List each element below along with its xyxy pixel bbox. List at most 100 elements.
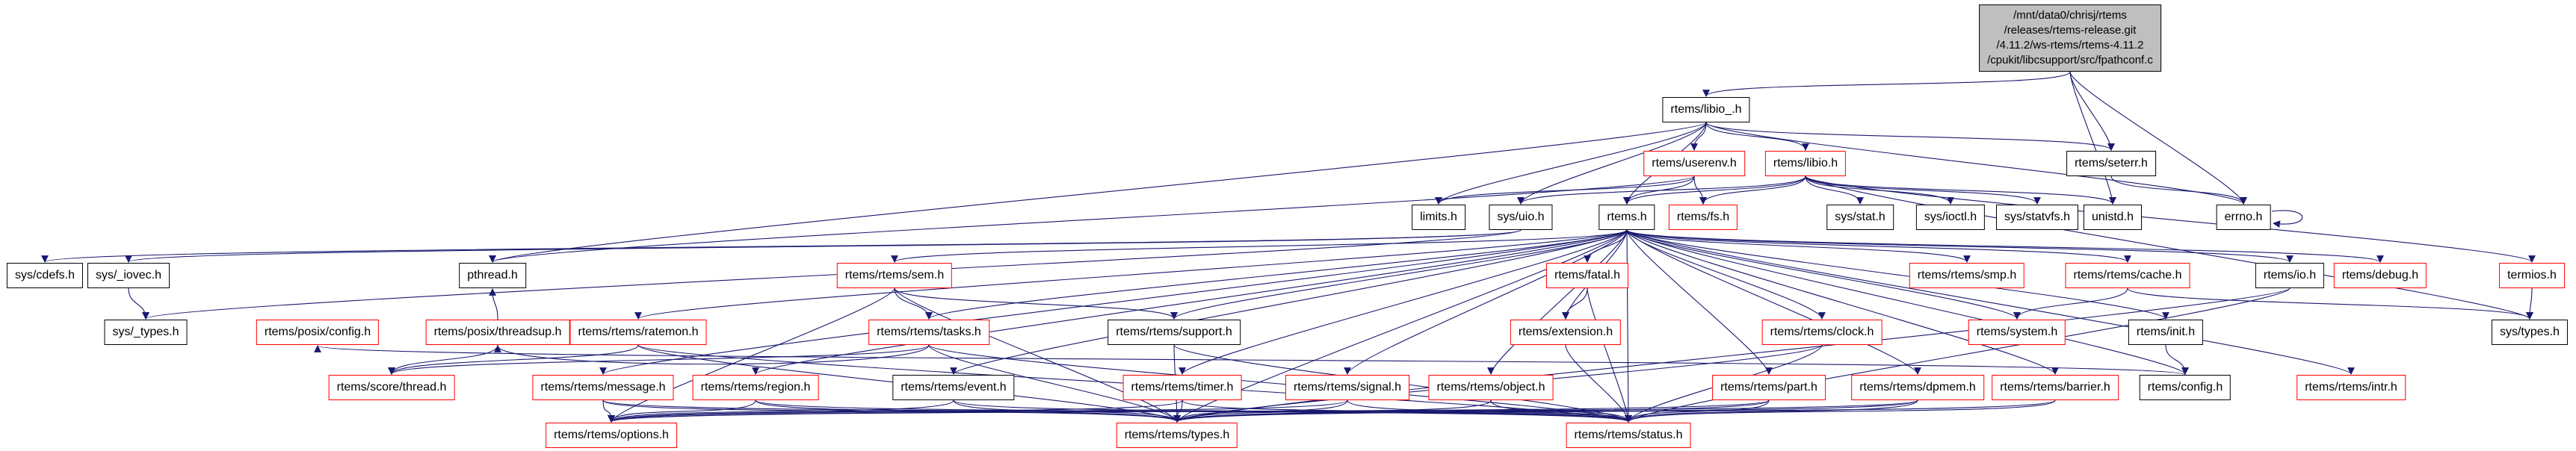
edge-rtems-object [1487,229,1628,375]
node-userenv[interactable]: rtems/userenv.h [1643,151,1745,176]
edge-threadsup-thread [388,344,498,375]
edge-init-config [2165,344,2189,375]
edge-sem-rtypes [894,287,1181,423]
edge-errno-errno [2271,210,2303,228]
node-src-line: /releases/rtems-release.git [2004,24,2137,37]
edge-event-rtypes [953,399,1181,423]
edge-seterr-errno [2110,175,2247,205]
edge-rtems-status [1625,229,1632,423]
node-region[interactable]: rtems/rtems/region.h [692,375,819,400]
node-libio[interactable]: rtems/libio.h [1764,151,1847,176]
node-src-line: /4.11.2/ws-rtems/rtems-4.11.2 [1996,39,2144,52]
node-extension[interactable]: rtems/extension.h [1510,320,1622,345]
node-src-line: /cpukit/libcsupport/src/fpathconf.c [1987,54,2153,66]
edge-part-rtypes [1173,399,1770,423]
node-dpmem[interactable]: rtems/rtems/dpmem.h [1851,375,1984,400]
node-sys_iovec: sys/_iovec.h [87,263,170,288]
edge-sem-tasks [894,287,933,320]
node-sys_statvfs: sys/statvfs.h [1995,205,2079,230]
node-posix_config[interactable]: rtems/posix/config.h [256,320,380,345]
node-limits: limits.h [1412,205,1465,230]
node-barrier[interactable]: rtems/rtems/barrier.h [1992,375,2119,400]
node-status[interactable]: rtems/rtems/status.h [1566,423,1691,448]
node-errno: errno.h [2216,205,2271,230]
node-part[interactable]: rtems/rtems/part.h [1712,375,1826,400]
edge-sys_uio-sys_types_u [142,229,1522,320]
edge-sem-support [894,287,1178,320]
edge-fatal-status [1587,287,1632,423]
edge-src-unistd [2069,71,2116,205]
node-sys_uio: sys/uio.h [1489,205,1553,230]
edge-tasks-threadsup [494,344,930,365]
edge-ratemon-thread [388,344,639,375]
edge-userenv-pthread [489,175,1695,263]
edge-rtems-io [1626,229,2294,263]
node-fs[interactable]: rtems/fs.h [1668,205,1738,230]
edge-part-status [1625,399,1770,423]
edge-rtems-region [752,229,1628,375]
edge-tasks-status [928,344,1632,423]
node-thread[interactable]: rtems/score/thread.h [328,375,455,400]
node-rtems[interactable]: rtems.h [1599,205,1655,230]
edge-rtems-timer [1179,229,1628,375]
node-cache[interactable]: rtems/rtems/cache.h [2065,263,2190,288]
node-init[interactable]: rtems/init.h [2128,320,2204,345]
edge-src-libio_ [1702,71,2071,97]
edge-sys_iovec-sys_types_u [128,287,149,320]
edge-userenv-fs [1693,175,1707,205]
edge-libio_-libio [1705,122,1809,151]
edge-timer-options [608,399,1183,423]
node-message[interactable]: rtems/rtems/message.h [532,375,674,400]
edge-region-options [608,399,756,423]
node-rtypes[interactable]: rtems/rtems/types.h [1116,423,1238,448]
node-object[interactable]: rtems/rtems/object.h [1428,375,1554,400]
edge-threadsup-pthread [489,288,498,320]
edge-libio-rtems [1623,175,1806,205]
edge-rtems-dpmem [1626,229,1921,375]
node-smp[interactable]: rtems/rtems/smp.h [1909,263,2025,288]
node-sem[interactable]: rtems/rtems/sem.h [836,263,953,288]
edge-rtems-fatal [1584,229,1628,263]
edge-libio-sys_types [1805,175,2533,320]
node-clock[interactable]: rtems/rtems/clock.h [1761,320,1882,345]
edge-src-errno [2069,71,2247,205]
edge-barrier-rtypes [1173,399,2056,423]
node-fatal[interactable]: rtems/fatal.h [1545,263,1629,288]
edge-rtems-tasks [925,229,1628,320]
node-unistd: unistd.h [2083,205,2143,230]
edge-rtems-rtypes [1173,229,1628,423]
edge-libio_-sys_uio [1517,122,1707,205]
edge-io-rtypes [1173,287,2291,423]
edge-rtems-ratemon [634,229,1628,320]
edge-rtems-debug [1626,229,2384,263]
node-support[interactable]: rtems/rtems/support.h [1108,320,1241,345]
edge-sem-options [608,287,895,423]
node-signal[interactable]: rtems/rtems/signal.h [1285,375,1410,400]
node-sys_types_u: sys/_types.h [104,320,188,345]
node-src-line: /mnt/data0/chrisj/rtems [2013,9,2127,22]
node-seterr[interactable]: rtems/seterr.h [2066,151,2156,176]
node-options[interactable]: rtems/rtems/options.h [546,423,677,448]
node-io[interactable]: rtems/io.h [2255,263,2325,288]
node-libio_[interactable]: rtems/libio_.h [1662,97,1750,122]
edge-tasks-thread [388,344,930,375]
node-config[interactable]: rtems/config.h [2139,375,2231,400]
node-timer[interactable]: rtems/rtems/timer.h [1122,375,1242,400]
node-threadsup[interactable]: rtems/posix/threadsup.h [425,320,570,345]
node-system[interactable]: rtems/system.h [1968,320,2066,345]
node-debug[interactable]: rtems/debug.h [2333,263,2427,288]
edge-libio-unistd [1805,175,2116,205]
edge-termios-sys_types [2526,287,2533,320]
edge-rtems-cache [1626,229,2131,263]
edge-libio-termios [1805,175,2536,263]
node-intr[interactable]: rtems/rtems/intr.h [2297,375,2406,400]
node-tasks[interactable]: rtems/rtems/tasks.h [868,320,989,345]
edge-rtems-barrier [1626,229,2059,375]
node-event[interactable]: rtems/rtems/event.h [892,375,1015,400]
edge-libio_-errno [1705,122,2247,205]
edge-tasks-rtypes [928,344,1181,423]
edge-event-options [608,399,954,423]
node-ratemon[interactable]: rtems/rtems/ratemon.h [569,320,707,345]
edge-config-posix_config [315,345,2186,376]
